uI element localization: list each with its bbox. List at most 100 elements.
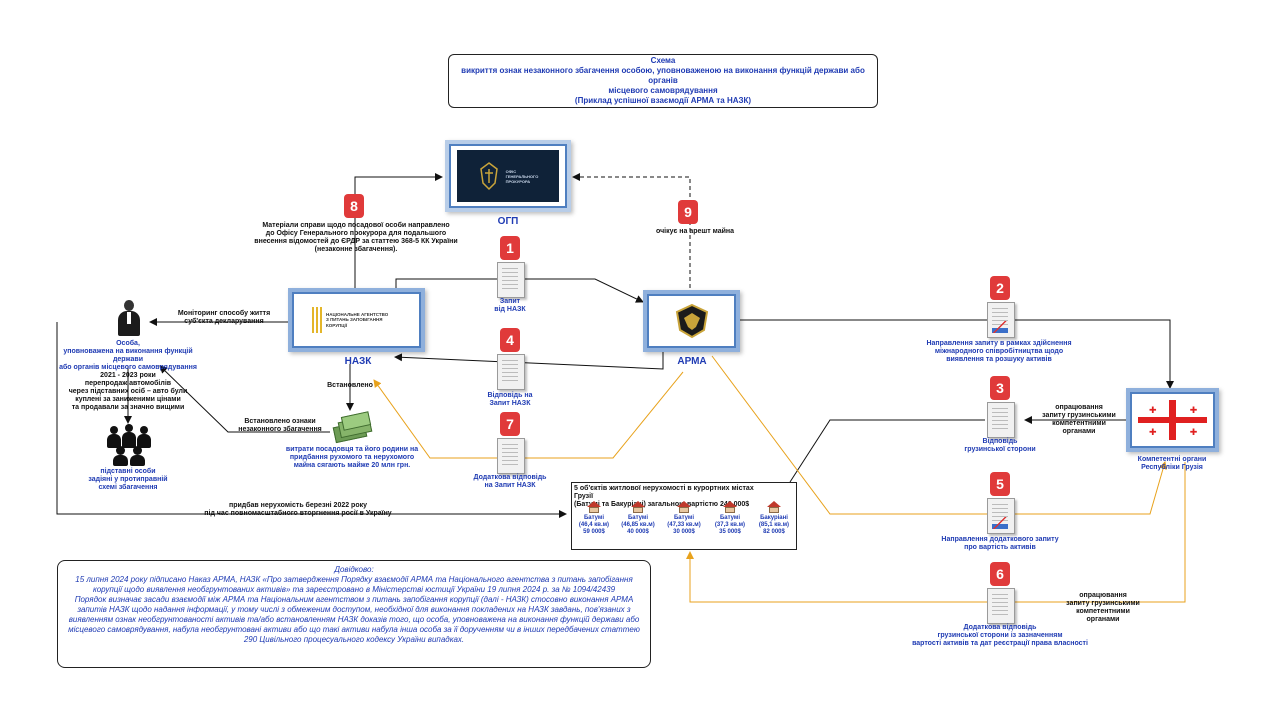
property-item: Батумі (37,3 кв.м) 35 000$ [710, 501, 750, 536]
house-icon [587, 501, 601, 513]
nazk-name: НАЗК [344, 356, 372, 367]
arma-emblem-icon [675, 303, 708, 339]
property-city: Батумі [583, 515, 605, 521]
person-line-2: уповноважена на виконання функцій держав… [63, 348, 193, 363]
signs-line-2: незаконного збагачення [238, 426, 322, 433]
property-area: (46,85 кв.м) [621, 522, 655, 528]
georgia-name: Компетентні органи Республіки Грузія [1116, 456, 1228, 472]
house-icon [631, 501, 645, 513]
person-line-3: або органів місцевого самоврядування [59, 364, 197, 371]
property-item: Батумі (46,85 кв.м) 40 000$ [618, 501, 658, 536]
step-9-badge: 9 [678, 200, 698, 224]
purchase-line-1: придбав нерухомість березні 2022 року [228, 502, 368, 509]
person-line-1: Особа, [116, 340, 140, 347]
nazk-node: НАЦІОНАЛЬНЕ АГЕНТСТВО З ПИТАНЬ ЗАПОБІГАН… [288, 288, 425, 352]
property-area: (47,33 кв.м) [667, 522, 701, 528]
proxies-line-3: схемі збагачення [98, 484, 158, 491]
georgia-name-line-1: Компетентні органи [1137, 456, 1207, 463]
step-1-line-2: від НАЗК [494, 306, 526, 313]
property-city: Бакуріані [760, 515, 788, 521]
step-8-badge: 8 [344, 194, 364, 218]
property-area: (46,4 кв.м) [578, 522, 610, 528]
diagram-title-box: Схема викриття ознак незаконного збагаче… [448, 54, 878, 108]
established-label: Встановлено [327, 382, 373, 389]
nazk-logo-bars-icon [312, 307, 322, 333]
edge-arma-georgia-request [740, 319, 1174, 389]
house-icon [767, 501, 781, 513]
georgia-processing-2-line-3: компетентними органами [1076, 608, 1130, 623]
step-4-document-icon [497, 354, 525, 390]
note-paragraph-2: Порядок визначає засади взаємодії між АР… [68, 595, 640, 644]
step-3-line-2: грузинської сторони [964, 446, 1036, 453]
expenses-line-2: придбання рухомого та нерухомого [289, 454, 415, 461]
title-line-2: викриття ознак незаконного збагачення ос… [461, 66, 865, 85]
signs-line-1: Встановлено ознаки [244, 418, 316, 425]
step-5-badge: 5 [990, 472, 1010, 496]
arma-name: АРМА [677, 356, 707, 367]
step-2-line-1: Направлення запиту в рамках здійснення [926, 340, 1072, 347]
step-7-line-1: Додаткова відповідь [473, 474, 547, 481]
step-8-line-2: до Офісу Генерального прокурора для пода… [265, 230, 447, 237]
georgia-processing-1-line-1: опрацювання [1055, 404, 1103, 411]
title-line-4: (Приклад успішної взаємодії АРМА та НАЗК… [574, 96, 752, 105]
properties-header: 5 об'єктів житлової нерухомості в курорт… [574, 485, 774, 509]
property-price: 30 000$ [673, 529, 695, 535]
property-item: Бакуріані (85,1 кв.м) 82 000$ [754, 501, 794, 536]
properties-header-line-1: 5 об'єктів житлової нерухомості в курорт… [574, 485, 754, 500]
house-icon [677, 501, 691, 513]
resale-line-1: 2021 - 2023 роки [100, 372, 156, 379]
edge-signs-person [159, 365, 330, 433]
person-icon [118, 300, 140, 336]
title-line-1: Схема [650, 56, 676, 65]
georgia-flag: ✚ ✚ ✚ ✚ [1138, 400, 1207, 440]
step-8-line-4: (незаконне збагачення). [314, 246, 398, 253]
edge-arma-ogp [572, 173, 691, 288]
step-5-report-icon [987, 498, 1015, 534]
step-8-label: Матеріали справи щодо посадової особи на… [236, 222, 476, 254]
step-5-line-2: про вартість активів [964, 544, 1036, 551]
reference-note: Довідково: 15 липня 2024 року підписано … [57, 560, 651, 668]
georgia-processing-label-2: опрацювання запиту грузинськими компетен… [1060, 592, 1146, 624]
georgia-processing-1-line-2: запиту грузинськими [1042, 412, 1116, 419]
resale-label: 2021 - 2023 роки перепродаж автомобілів … [68, 372, 188, 412]
step-6-line-3: вартості активів та дат реєстрації права… [912, 640, 1088, 647]
georgia-processing-2-line-1: опрацювання [1079, 592, 1127, 599]
edge-nazk-ogp [354, 173, 443, 288]
expenses-line-3: майна сягають майже 20 млн грн. [293, 462, 411, 469]
arma-node [643, 290, 740, 352]
step-2-report-icon [987, 302, 1015, 338]
money-stack-icon [332, 411, 373, 444]
step-3-label: Відповідь грузинської сторони [960, 438, 1040, 454]
step-5-label: Направлення додаткового запиту про варті… [930, 536, 1070, 552]
resale-line-2: перепродаж автомобілів [84, 380, 172, 387]
purchase-line-2: під час повномасштабного вторгнення росі… [204, 510, 392, 517]
ogp-logo: ОФІС ГЕНЕРАЛЬНОГО ПРОКУРОРА [457, 150, 559, 202]
step-4-label: Відповідь на Запит НАЗК [475, 392, 545, 408]
resale-line-4: куплені за заниженими цінами [75, 396, 181, 403]
step-4-line-1: Відповідь на [487, 392, 533, 399]
property-area: (85,1 кв.м) [758, 522, 790, 528]
property-item: Батумі (47,33 кв.м) 30 000$ [664, 501, 704, 536]
step-6-document-icon [987, 588, 1015, 624]
edge-person-properties [56, 322, 567, 518]
nazk-logo: НАЦІОНАЛЬНЕ АГЕНТСТВО З ПИТАНЬ ЗАПОБІГАН… [312, 306, 411, 334]
proxies-line-2: задіяні у протиправній [88, 476, 168, 483]
proxies-line-1: підставні особи [100, 468, 156, 475]
monitoring-line-2: суб'єкта декларування [184, 318, 264, 325]
person-label: Особа, уповноважена на виконання функцій… [48, 340, 208, 372]
property-city: Батумі [719, 515, 741, 521]
proxies-label: підставні особи задіяні у протиправній с… [78, 468, 178, 492]
step-9-label: очікує на арешт майна [655, 228, 735, 235]
proxies-group-icon [106, 424, 152, 466]
title-line-3: місцевого самоврядування [608, 86, 718, 95]
property-price: 82 000$ [763, 529, 785, 535]
expenses-line-1: витрати посадовця та його родини на [285, 446, 419, 453]
step-2-line-2: міжнародного співробітництва щодо [934, 348, 1064, 355]
step-3-line-1: Відповідь [982, 438, 1018, 445]
property-price: 40 000$ [627, 529, 649, 535]
step-8-line-3: внесення відомостей до ЄРДР за статтею 3… [254, 238, 458, 245]
nazk-logo-line-1: НАЦІОНАЛЬНЕ АГЕНТСТВО [326, 311, 389, 317]
step-7-label: Додаткова відповідь на Запит НАЗК [460, 474, 560, 490]
step-1-badge: 1 [500, 236, 520, 260]
